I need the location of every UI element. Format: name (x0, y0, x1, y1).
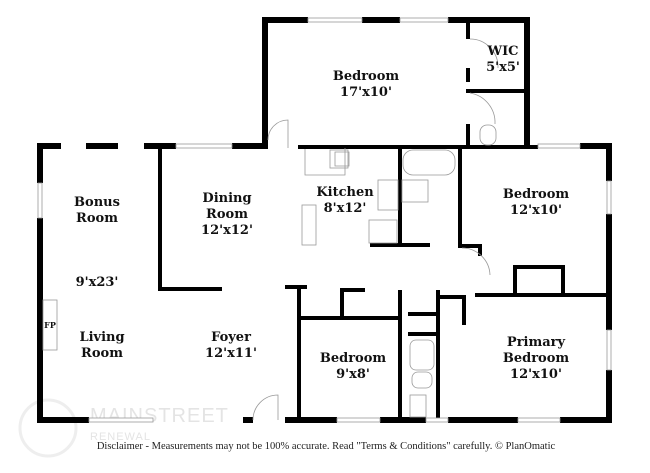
primary-bedroom-size: 12'x10' (510, 367, 562, 382)
living-room-name: Living (79, 330, 124, 345)
fireplace-label: FP (44, 320, 56, 330)
dining-room-size: 12'x12' (201, 223, 253, 238)
living-room-name2: Room (81, 346, 123, 361)
dining-room-name2: Room (206, 207, 248, 222)
bedroom-right-size: 12'x10' (510, 203, 562, 218)
dining-room-name: Dining (202, 191, 251, 206)
watermark-line1: MAINSTREET (90, 405, 229, 427)
fireplace (42, 299, 58, 351)
kitchen-name: Kitchen (316, 185, 374, 200)
bedroom-small-name: Bedroom (320, 351, 387, 366)
foyer-size: 12'x11' (205, 346, 257, 361)
primary-bedroom-name: Primary (507, 335, 566, 350)
bedroom-right-name: Bedroom (503, 187, 570, 202)
walls (37, 17, 612, 423)
kitchen-size: 8'x12' (324, 201, 367, 216)
room-labels: FP Bonus Room 9'x23' Living Room Dining … (44, 44, 569, 382)
bedroom-top-size: 17'x10' (340, 85, 392, 100)
bedroom-top-name: Bedroom (333, 69, 400, 84)
windows-and-fixtures (37, 17, 612, 423)
watermark-line2: RENEWAL (90, 431, 151, 443)
wic-size: 5'x5' (486, 60, 520, 75)
disclaimer: Disclaimer - Measurements may not be 100… (97, 441, 556, 452)
bedroom-small-size: 9'x8' (336, 367, 370, 382)
bonus-room-name: Bonus (74, 195, 120, 210)
wic-name: WIC (486, 44, 518, 59)
primary-bedroom-name2: Bedroom (503, 351, 570, 366)
bonus-room-name2: Room (76, 211, 118, 226)
bonus-room-size: 9'x23' (76, 275, 119, 290)
foyer-name: Foyer (211, 330, 251, 345)
